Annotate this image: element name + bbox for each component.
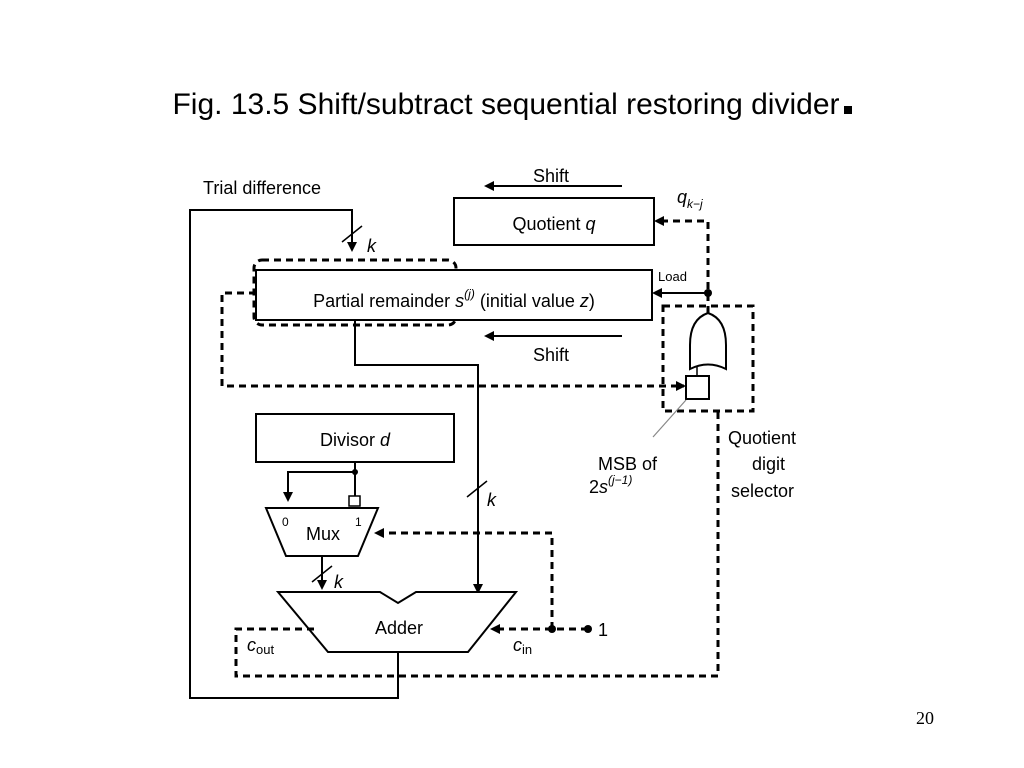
quotient-flipflop: [685, 375, 710, 400]
qbit-arrowhead: [654, 216, 664, 226]
cout-wire: [234, 410, 720, 678]
mux-select-arrowhead: [374, 528, 384, 538]
quotient-shift-label: Shift: [533, 166, 569, 186]
q-label: qk−j: [677, 187, 703, 211]
trial-difference-label: Trial difference: [203, 178, 321, 198]
select-junction: [548, 625, 556, 633]
select-control-wire: [384, 531, 554, 629]
divisor-to-mux0: [283, 462, 356, 502]
qds-label-line3: selector: [731, 481, 794, 501]
quotient-register: [453, 197, 655, 246]
adder-label: Adder: [375, 618, 423, 638]
divisor-register-label: Divisor d: [320, 430, 391, 450]
one-input-dot: [584, 625, 592, 633]
cin-label: cin: [513, 635, 532, 657]
partial-remainder-register: [255, 269, 653, 321]
mux: [264, 507, 380, 557]
qds-label-line1: Quotient: [728, 428, 796, 448]
k-slash-bottom: [311, 565, 333, 583]
slide-title-text: Fig. 13.5 Shift/subtract sequential rest…: [172, 88, 840, 121]
mux-label: Mux: [306, 524, 340, 544]
k-label-bottom: k: [334, 572, 344, 592]
quotient-or-gate: [689, 311, 727, 371]
mux-input0-label: 0: [282, 515, 289, 529]
k-slash-mid: [466, 480, 488, 498]
qds-label-line2: digit: [752, 454, 785, 474]
k-slash-top: [341, 225, 363, 243]
title-bullet: [843, 106, 852, 114]
mux1-inverter: [348, 495, 361, 507]
load-arrowhead: [652, 288, 662, 298]
msb-label-line1: MSB of: [598, 454, 658, 474]
quotient-digit-selector-box: [661, 304, 755, 413]
divisor-junction: [352, 469, 358, 475]
page-number: 20: [916, 708, 934, 728]
k-label-mid: k: [487, 490, 497, 510]
msb-feedback-wire: [220, 291, 684, 388]
msb-label-line2: 2s(j−1): [589, 473, 632, 497]
mux-input1-label: 1: [355, 515, 362, 529]
msb-arrowhead: [676, 381, 686, 391]
msb-pointer: [652, 399, 687, 438]
partial-remainder-label: Partial remainder s(j) (initial value z): [313, 287, 595, 311]
load-junction: [704, 289, 712, 297]
load-label: Load: [658, 269, 687, 284]
k-label-top: k: [367, 236, 377, 256]
one-input-label: 1: [598, 620, 608, 640]
adder: [275, 591, 519, 653]
quotient-register-label: Quotient q: [512, 214, 595, 234]
trial-difference-wire: [189, 209, 399, 699]
remainder-shift-label: Shift: [533, 345, 569, 365]
remainder-to-adder-wire: [354, 320, 483, 594]
slide-title: Fig. 13.5 Shift/subtract sequential rest…: [0, 88, 1024, 122]
cout-label: cout: [247, 635, 274, 657]
qbit-wire: [664, 219, 710, 313]
cin-arrowhead: [490, 624, 500, 634]
